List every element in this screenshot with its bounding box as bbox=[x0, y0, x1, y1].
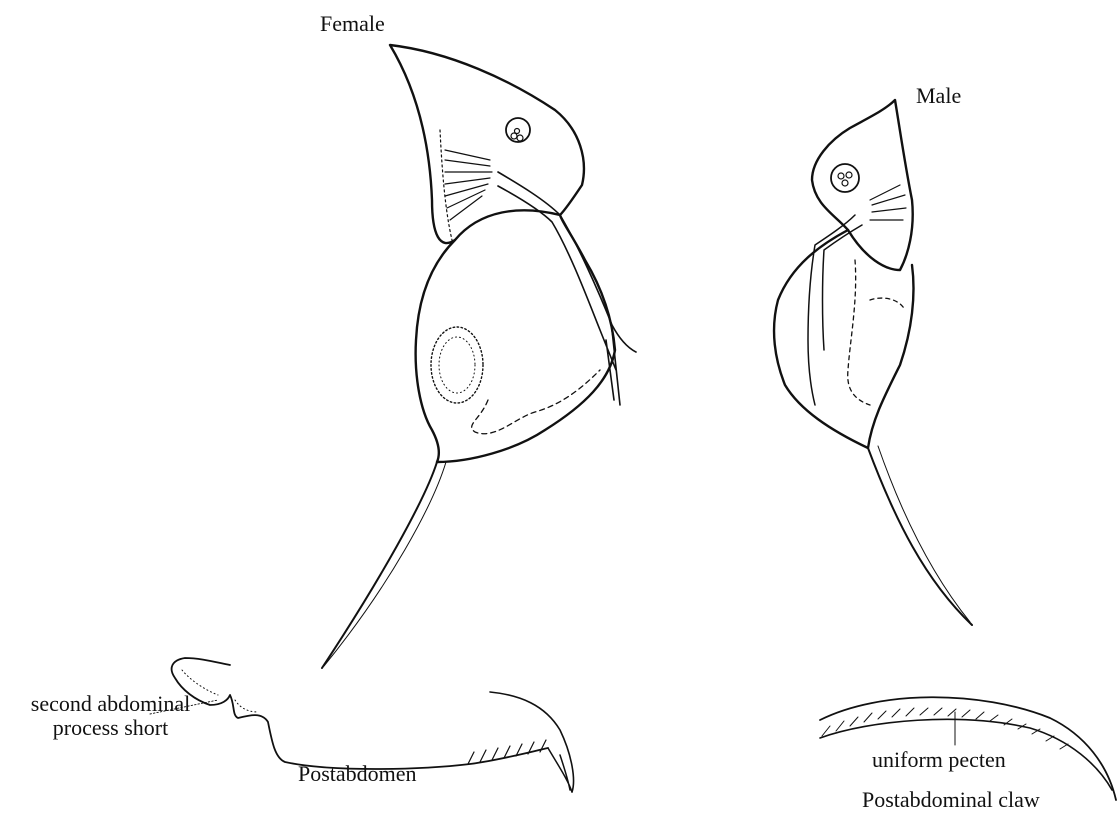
male-tail-spine-inner bbox=[878, 446, 970, 622]
female-head-fan bbox=[445, 150, 492, 220]
label-male: Male bbox=[916, 84, 961, 108]
female-gut bbox=[472, 370, 600, 434]
female-carapace bbox=[416, 215, 615, 462]
female-head bbox=[390, 45, 584, 243]
male-head-fan bbox=[870, 185, 906, 220]
postabdominal-claw-small bbox=[548, 748, 572, 792]
female-eye bbox=[506, 118, 530, 142]
male-tail-spine bbox=[868, 448, 972, 625]
postabdomen-outline bbox=[172, 658, 548, 769]
label-female: Female bbox=[320, 12, 385, 36]
label-postabdominal-claw: Postabdominal claw bbox=[862, 788, 1040, 812]
male-head bbox=[812, 100, 913, 270]
label-postabdomen: Postabdomen bbox=[298, 762, 417, 786]
female-drawing bbox=[322, 45, 636, 668]
male-drawing bbox=[774, 100, 972, 625]
label-second-process-line2: process short bbox=[8, 716, 213, 740]
label-second-process: second abdominal process short bbox=[8, 692, 213, 740]
female-tail-spine bbox=[322, 462, 437, 668]
female-head-inner bbox=[440, 130, 452, 240]
postabdomen-back bbox=[490, 692, 574, 792]
male-eye bbox=[831, 164, 859, 192]
label-uniform-pecten: uniform pecten bbox=[872, 748, 1006, 772]
label-second-process-line1: second abdominal bbox=[8, 692, 213, 716]
male-gut bbox=[848, 260, 905, 405]
male-carapace bbox=[774, 230, 913, 448]
